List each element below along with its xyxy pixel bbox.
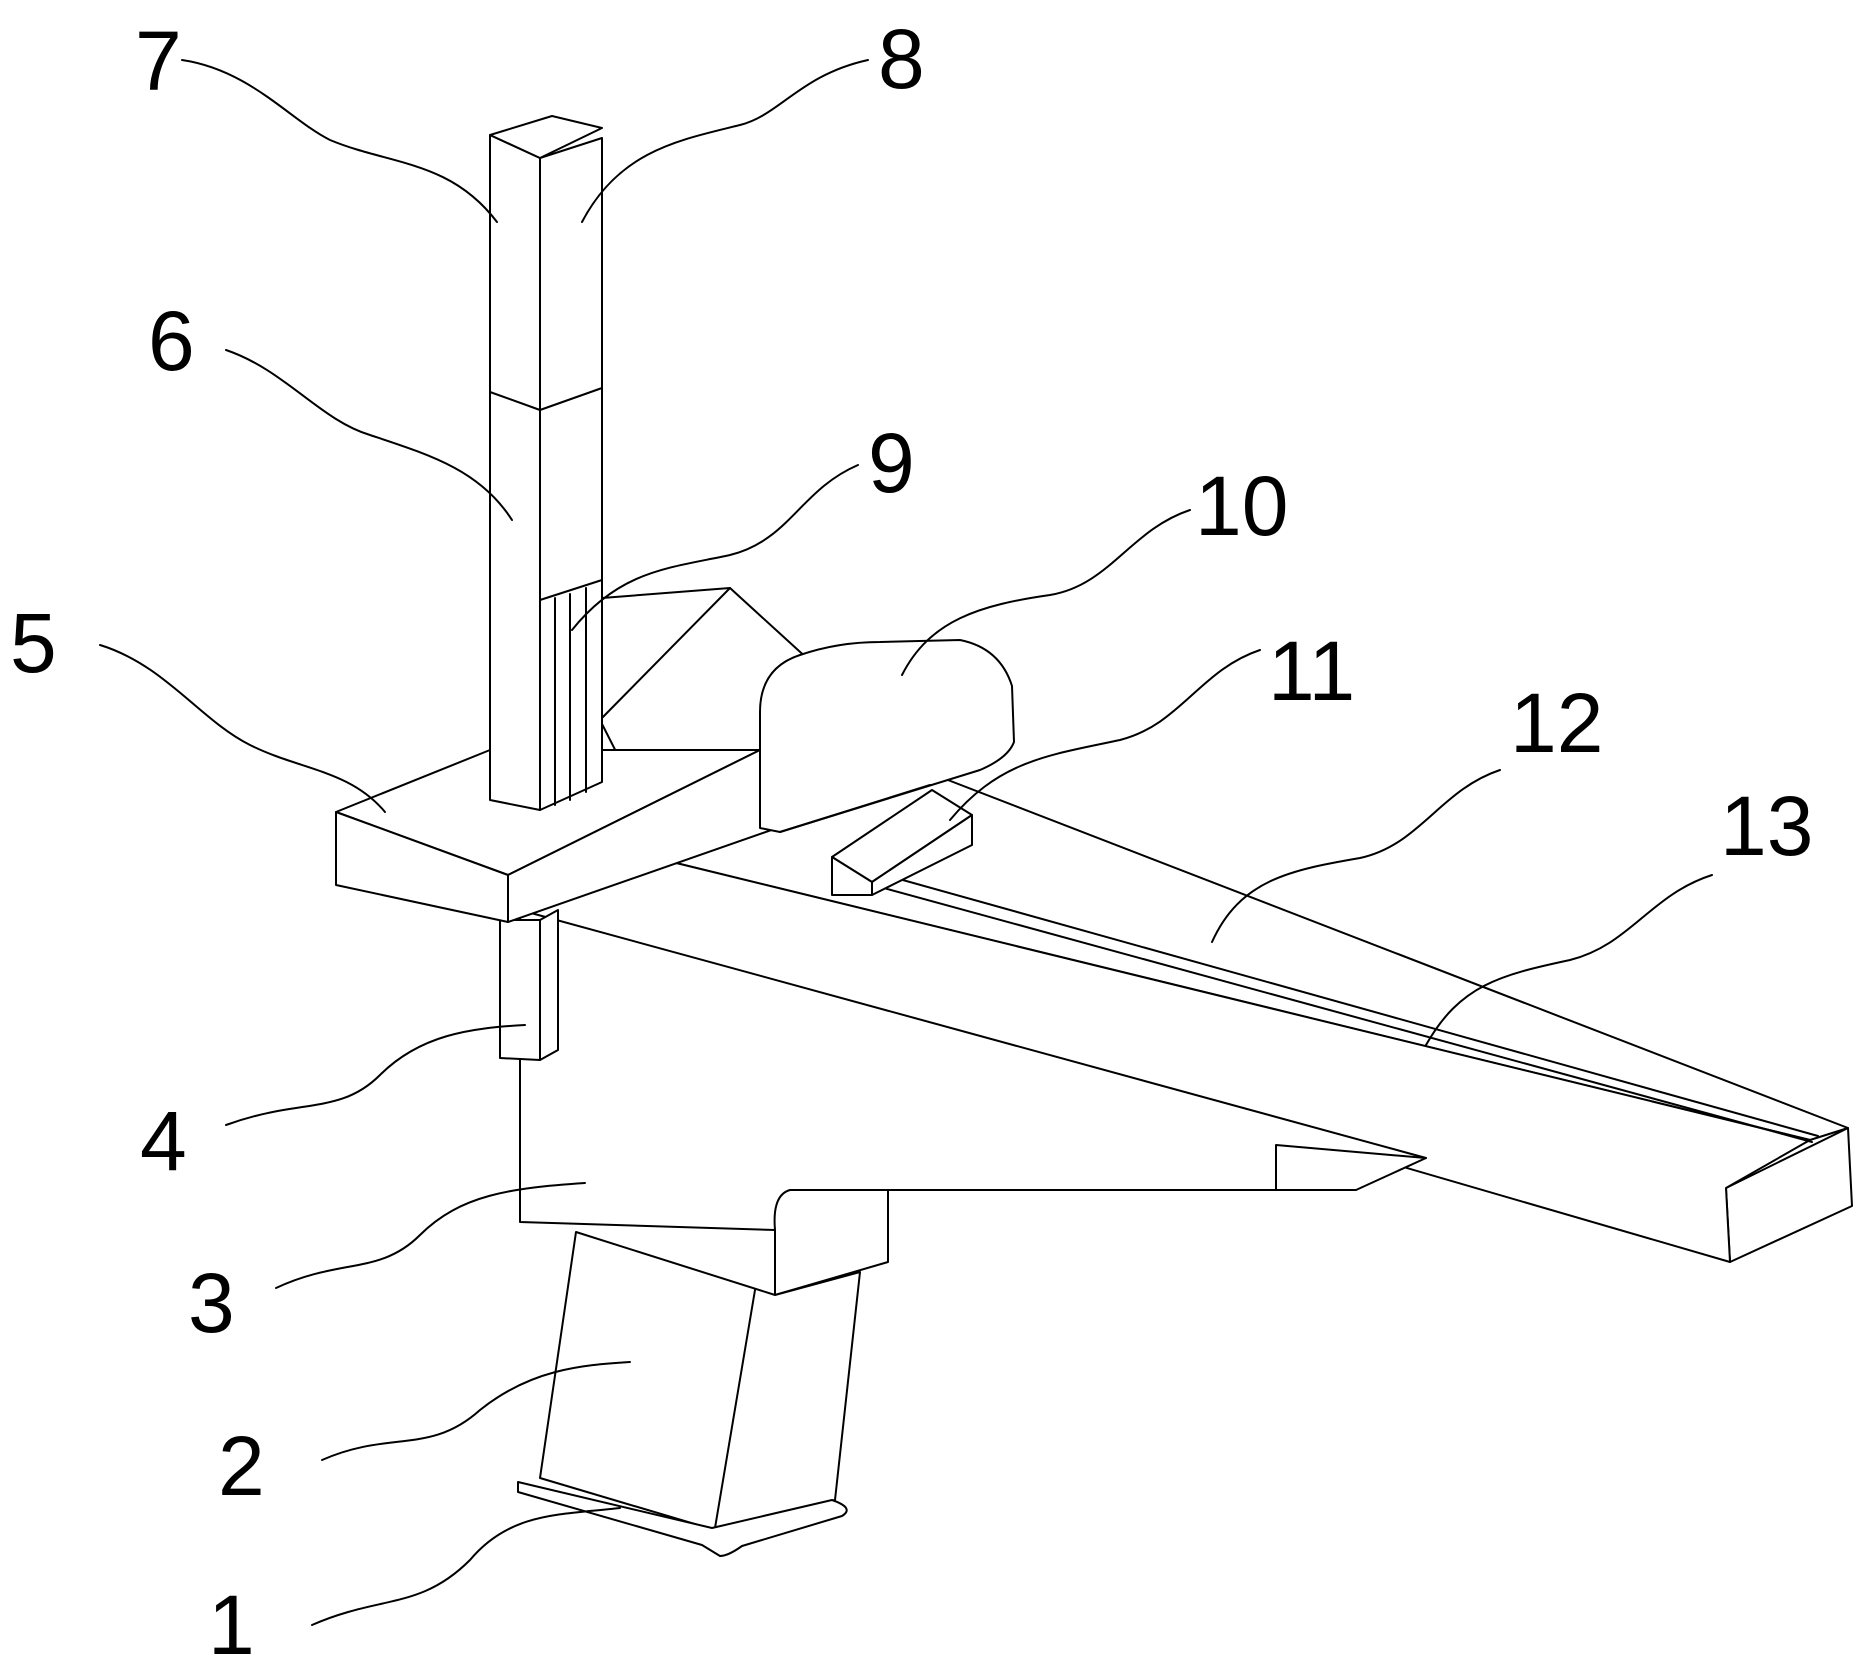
leader-10	[901, 509, 1191, 676]
callout-5: 5	[10, 596, 57, 690]
callout-11: 11	[1268, 624, 1355, 718]
vertical-column	[489, 115, 603, 811]
callout-12: 12	[1510, 676, 1603, 770]
leader-9	[571, 464, 859, 631]
leader-1	[311, 1507, 621, 1626]
leader-2	[321, 1361, 631, 1461]
leader-lines	[99, 59, 1713, 1626]
callout-1: 1	[208, 1578, 255, 1663]
callout-6: 6	[148, 294, 195, 388]
base-foot	[517, 1481, 848, 1557]
leader-12	[1211, 769, 1501, 943]
motor-housing	[759, 639, 1015, 833]
leader-11	[949, 649, 1261, 821]
callout-4: 4	[140, 1094, 187, 1188]
slider-block	[831, 789, 973, 896]
support-rod	[499, 909, 559, 1061]
callout-7: 7	[135, 14, 182, 108]
callout-3: 3	[188, 1256, 235, 1350]
main-body	[519, 909, 1427, 1296]
callout-13: 13	[1720, 779, 1813, 873]
leader-3	[275, 1182, 586, 1289]
callout-2: 2	[218, 1419, 265, 1513]
callout-9: 9	[868, 416, 915, 510]
callouts: 1 2 3 4 5 6 7 8 9 10 11 12 13	[10, 12, 1813, 1663]
leader-8	[581, 59, 869, 223]
leader-13	[1425, 874, 1713, 1046]
leader-4	[225, 1024, 526, 1126]
leader-5	[99, 644, 386, 813]
leader-6	[225, 349, 513, 521]
leader-7	[181, 59, 498, 223]
callout-8: 8	[878, 12, 925, 106]
mount-plate	[335, 749, 801, 923]
rear-edge-line	[601, 587, 731, 599]
handle	[539, 1231, 861, 1531]
callout-10: 10	[1195, 459, 1288, 553]
